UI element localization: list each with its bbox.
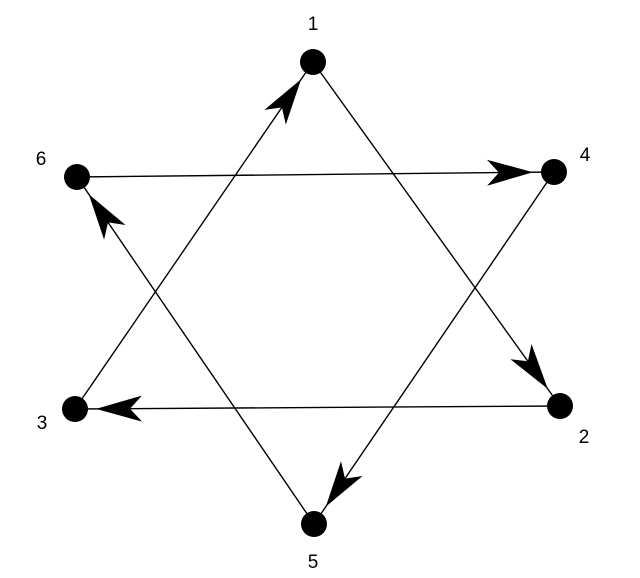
edge-5-to-6 bbox=[76, 176, 315, 525]
arrowhead-5-to-6 bbox=[88, 194, 126, 240]
edge-4-to-5 bbox=[313, 171, 555, 525]
node-label-2: 2 bbox=[579, 427, 590, 448]
edge-1-to-2 bbox=[312, 61, 561, 407]
edge-2-to-3 bbox=[74, 405, 561, 410]
node-label-6: 6 bbox=[36, 149, 47, 170]
node-label-1: 1 bbox=[308, 14, 319, 35]
arrowhead-3-to-1 bbox=[264, 79, 302, 125]
arrowhead-6-to-4 bbox=[486, 159, 533, 186]
node-6 bbox=[64, 164, 90, 190]
nodes-layer bbox=[62, 49, 573, 537]
node-label-5: 5 bbox=[308, 552, 319, 573]
node-label-3: 3 bbox=[37, 413, 48, 434]
node-2 bbox=[547, 393, 573, 419]
arrowhead-1-to-2 bbox=[510, 344, 548, 389]
node-label-4: 4 bbox=[580, 145, 591, 166]
node-4 bbox=[541, 159, 567, 185]
edge-6-to-4 bbox=[76, 171, 555, 178]
node-3 bbox=[62, 396, 88, 422]
arrowhead-4-to-5 bbox=[325, 461, 363, 507]
edge-3-to-1 bbox=[74, 61, 314, 410]
node-5 bbox=[301, 511, 327, 537]
node-1 bbox=[300, 49, 326, 75]
arrowhead-2-to-3 bbox=[96, 395, 143, 422]
edges-layer bbox=[74, 61, 561, 525]
labels-layer: 1 2 3 4 5 6 bbox=[36, 14, 591, 573]
